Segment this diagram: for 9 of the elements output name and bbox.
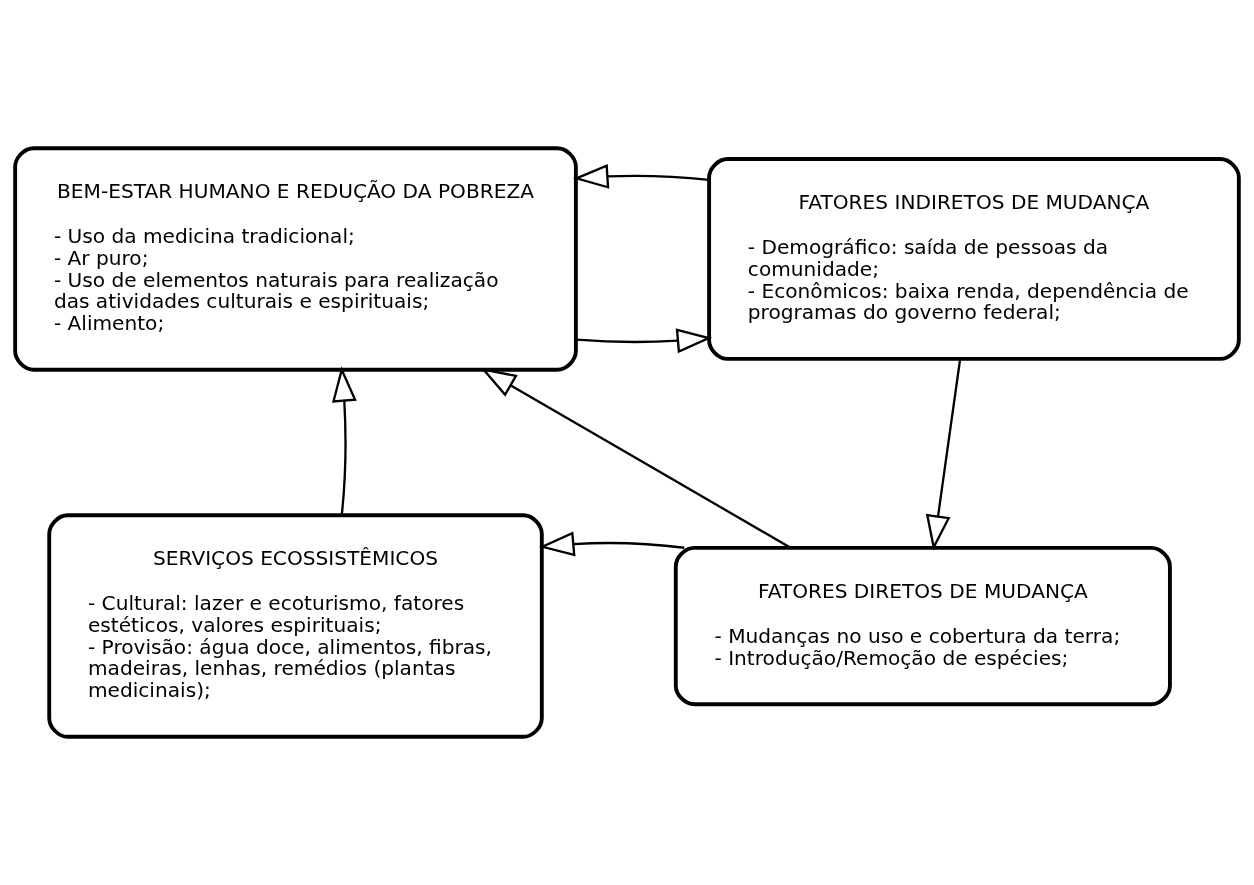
arrow [576,328,713,354]
arrow [331,366,357,515]
node-box: FATORES INDIRETOS DE MUDANÇA - Demográfico: saída de pessoas da comunidade; - Econômicos: baixa renda, dependência de programas do governo federal; [707,157,1241,361]
arrow [538,531,685,557]
arrow [925,358,962,551]
node-box: SERVIÇOS ECOSSISTÊMICOS - Cultural: lazer e ecoturismo, fatores estéticos, valores espirituais; - Provisão: água doce, alimentos, fibras, madeiras, lenhas, remédios (plantas medicinais); [47,513,544,739]
arrow [572,163,709,189]
node-box: BEM-ESTAR HUMANO E REDUÇÃO DA POBREZA - Uso da medicina tradicional; - Ar puro; - Uso de elementos naturais para realização das atividades culturais e espirituais; - Alimento; [13,146,578,372]
node-box: FATORES DIRETOS DE MUDANÇA - Mudanças no uso e cobertura da terra; - Introdução/Remoção de espécies; [673,545,1172,707]
